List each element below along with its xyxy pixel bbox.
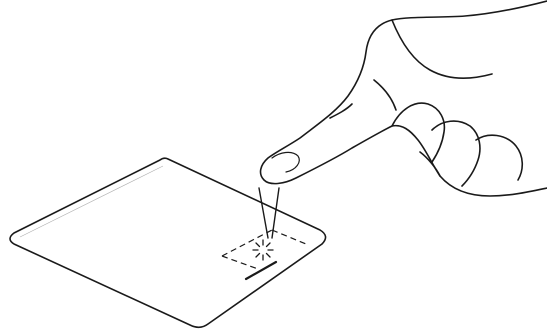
touchpad [9,157,327,329]
touchpad-outline [9,157,327,329]
curled-finger-2 [431,120,481,187]
motion-line-left [258,187,269,239]
pointing-hand-icon [259,0,547,197]
curled-finger-3 [475,134,524,181]
touchpad-button-divider [244,260,278,281]
fingernail [271,151,300,173]
touchpad-inner-edge [19,165,164,238]
hand-outline [259,0,547,197]
knuckle-line [419,151,441,177]
thumb [391,19,493,79]
finger-crease-1 [329,103,353,119]
motion-line-right [271,187,280,239]
click-zone-dashed-border-right [271,229,307,245]
click-zone-dashed-border [221,229,273,270]
finger-crease-2 [373,79,397,111]
tap-motion-lines [258,187,280,239]
curled-finger-1 [391,102,446,163]
tap-burst-icon [252,239,274,261]
click-zone [221,229,307,281]
